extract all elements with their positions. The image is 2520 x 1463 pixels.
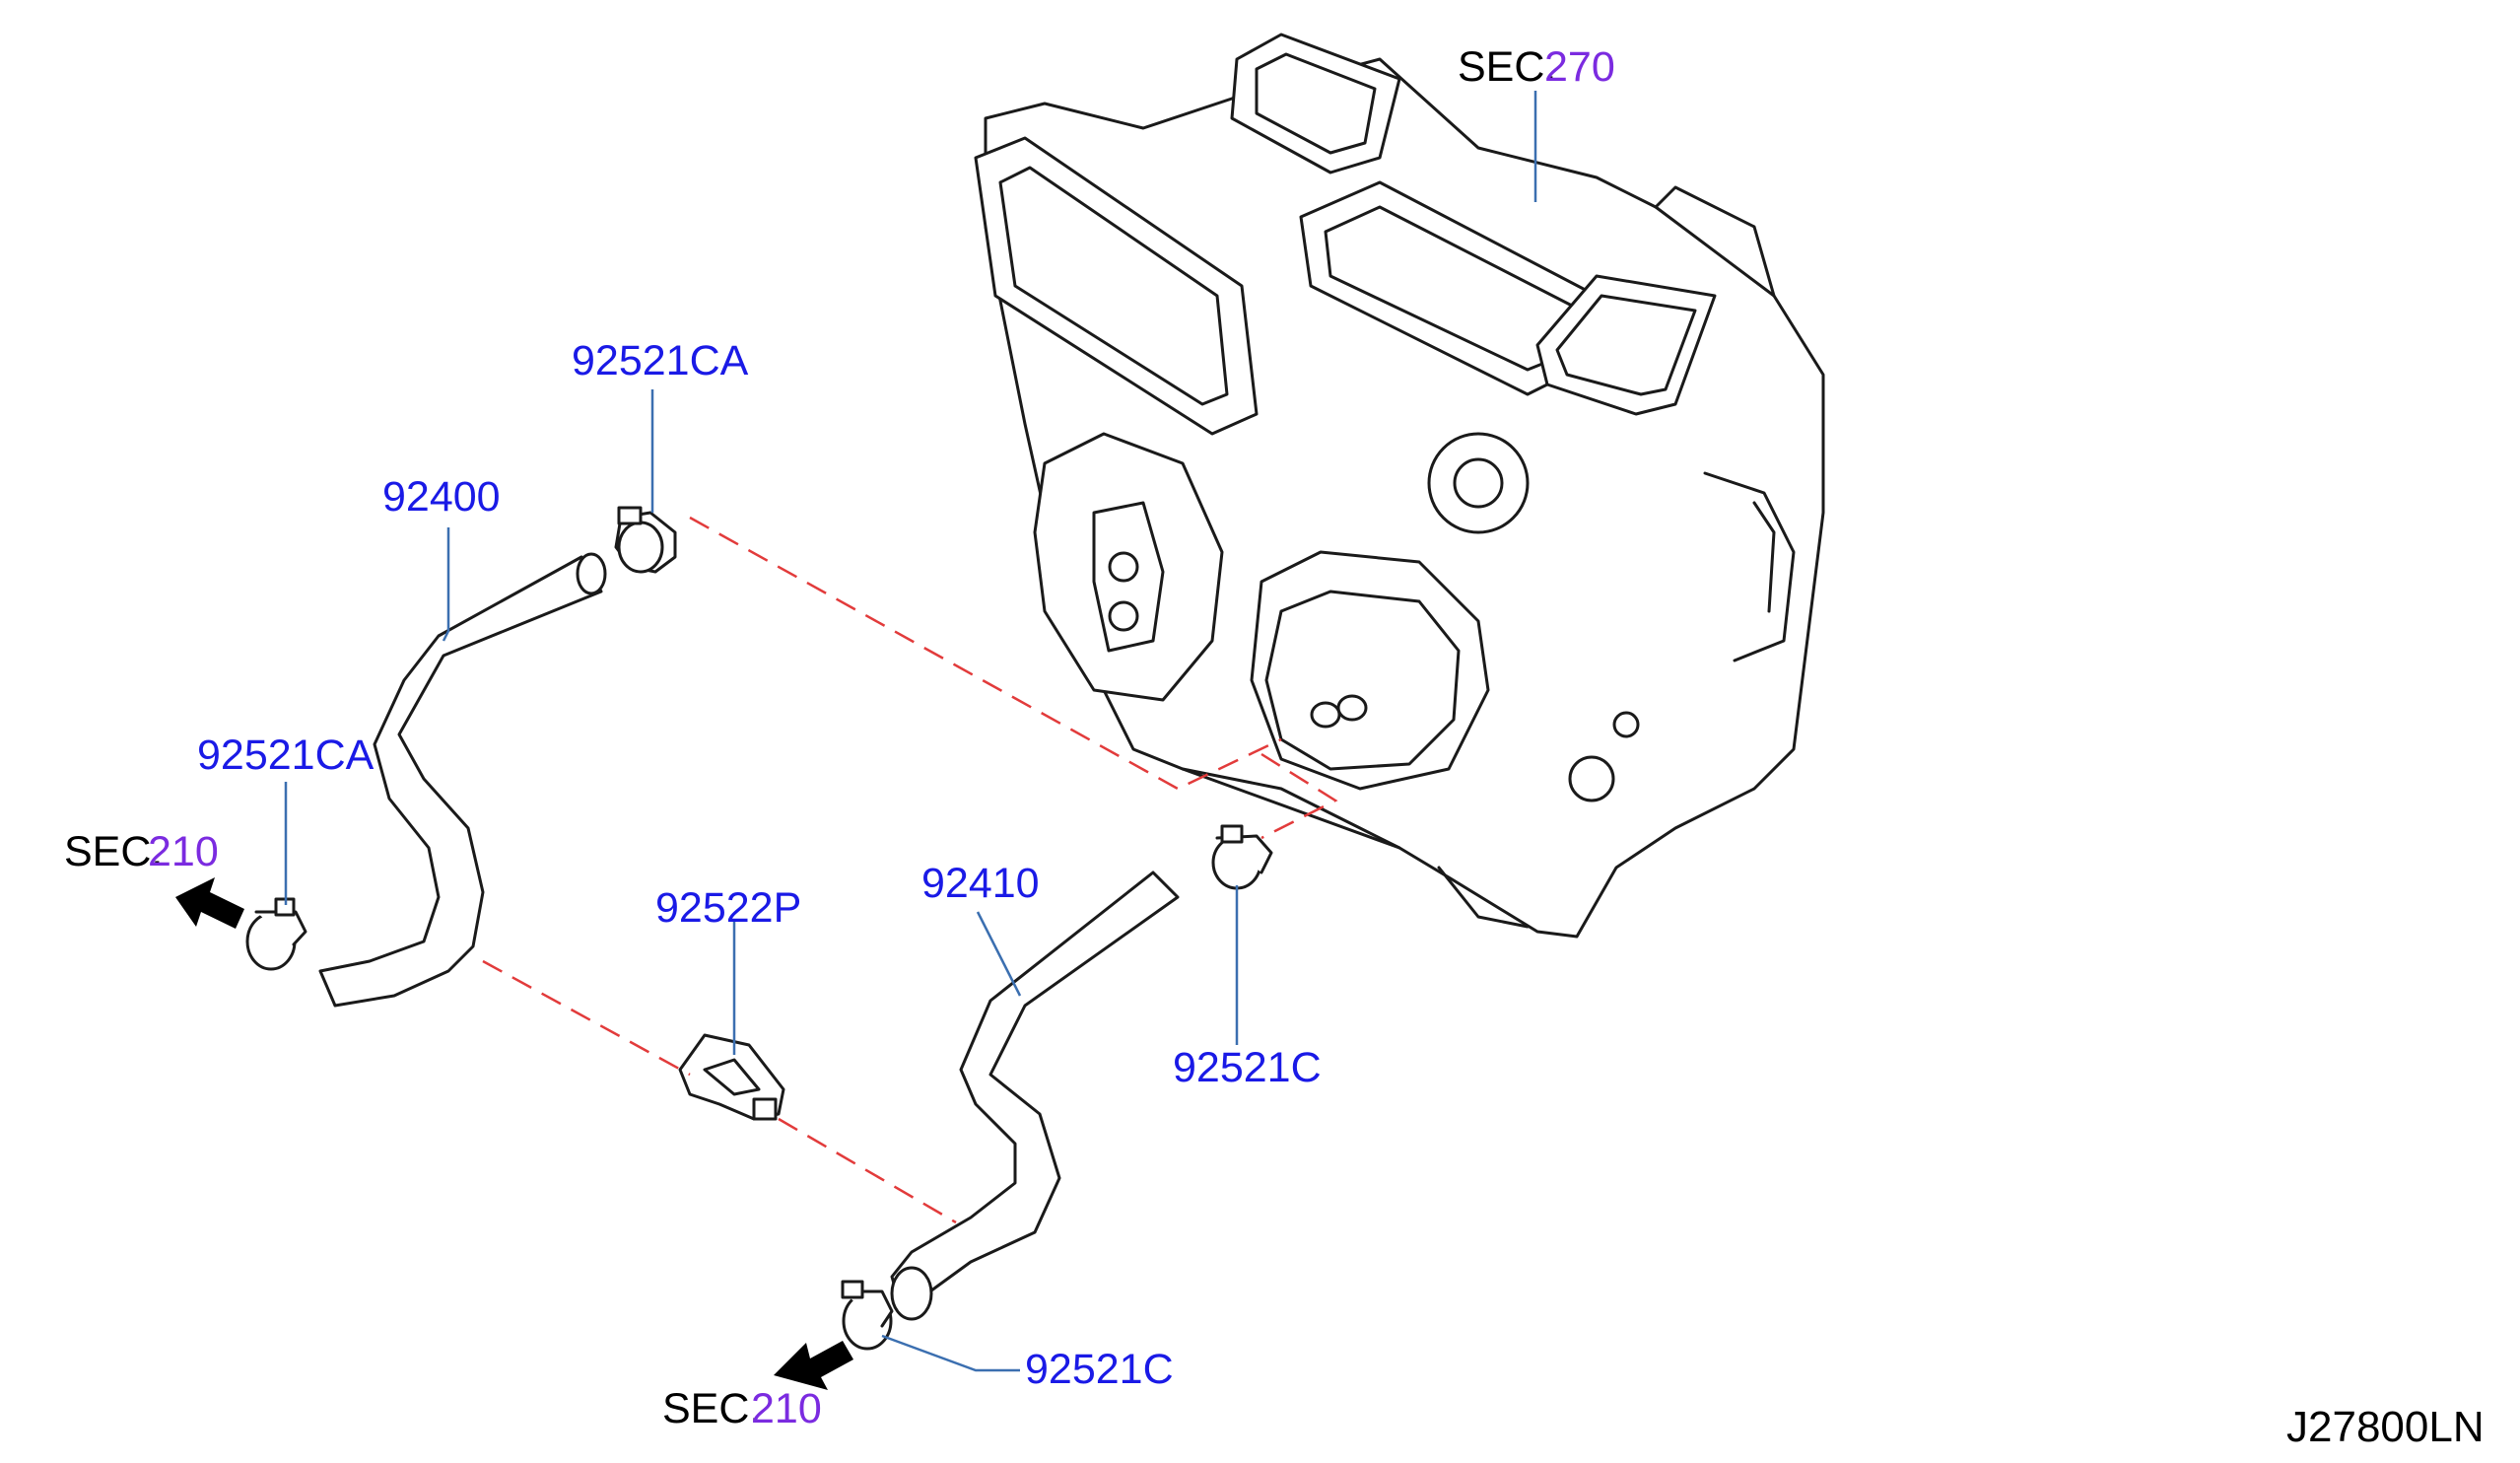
diagram-code: J27800LN <box>2286 1403 2485 1451</box>
part-92521CA-top-label[interactable]: 92521CA <box>572 337 749 384</box>
sec-210-bottom-label: SEC. <box>662 1385 761 1432</box>
clamp-92521C-right <box>1211 824 1273 890</box>
clamp-92521C-bottom <box>841 1280 894 1351</box>
sec-210-left-number[interactable]: 210 <box>148 828 219 875</box>
sec-270-number[interactable]: 270 <box>1544 43 1615 91</box>
sec-210-left-label: SEC. <box>64 828 163 875</box>
part-92410-label[interactable]: 92410 <box>921 860 1040 907</box>
part-92521C-bottom-label[interactable]: 92521C <box>1025 1346 1174 1393</box>
part-92400-label[interactable]: 92400 <box>382 473 501 521</box>
dashed-connector-lines <box>482 516 1338 1224</box>
part-92521C-right-label[interactable]: 92521C <box>1173 1044 1322 1091</box>
part-92521CA-left-label[interactable]: 92521CA <box>197 732 375 779</box>
sec-210-bottom-number[interactable]: 210 <box>751 1385 822 1432</box>
arrow-left-icon <box>175 877 244 929</box>
sec-270-label: SEC. <box>1458 43 1556 91</box>
leader-lines <box>284 91 1537 1372</box>
arrow-down-left-icon <box>774 1341 853 1390</box>
hose-92410 <box>890 871 1180 1321</box>
hose-92400 <box>318 552 607 1008</box>
clamp-92521CA-left <box>245 897 307 971</box>
part-92522P-label[interactable]: 92522P <box>655 884 801 932</box>
heater-unit-assembly <box>974 33 1825 939</box>
clamp-92521CA-top <box>614 506 677 574</box>
clip-92522P <box>678 1033 785 1121</box>
